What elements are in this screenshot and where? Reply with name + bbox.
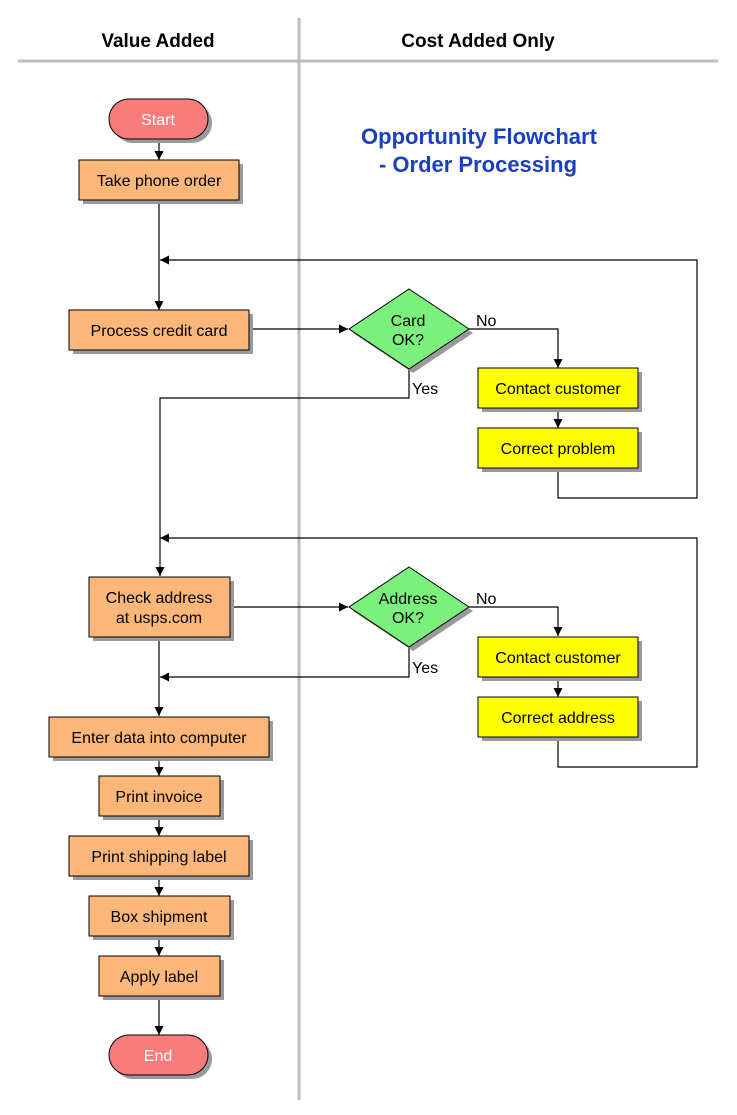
edge-label-address-no: No xyxy=(476,591,497,608)
start-terminator: Start xyxy=(108,98,212,143)
address-ok-label-line-1: Address xyxy=(379,591,438,608)
chart-title-line-2: - Order Processing xyxy=(379,152,577,177)
print-invoice-label: Print invoice xyxy=(115,789,202,806)
print-shipping-label-label: Print shipping label xyxy=(91,849,226,866)
chart-title-line-1: Opportunity Flowchart xyxy=(361,124,598,149)
check-address-label-line-2: at usps.com xyxy=(116,610,202,627)
edge-label-card-no: No xyxy=(476,313,497,330)
correct-problem-label: Correct problem xyxy=(501,441,616,458)
check-address-step: Check address at usps.com xyxy=(88,576,234,641)
edge-label-address-yes: Yes xyxy=(412,660,438,677)
enter-data-label: Enter data into computer xyxy=(71,730,247,747)
address-ok-label-line-2: OK? xyxy=(392,610,424,627)
connectors xyxy=(154,140,698,1035)
correct-address-step: Correct address xyxy=(477,696,642,741)
print-invoice-step: Print invoice xyxy=(98,775,224,820)
box-shipment-label: Box shipment xyxy=(111,909,208,926)
address-ok-decision: Address OK? xyxy=(348,566,473,651)
start-label: Start xyxy=(141,112,175,129)
box-shipment-step: Box shipment xyxy=(88,895,234,940)
take-phone-order-step: Take phone order xyxy=(78,159,243,204)
end-label: End xyxy=(144,1048,172,1065)
lane-header-cost-added-only: Cost Added Only xyxy=(401,31,555,52)
correct-address-label: Correct address xyxy=(501,710,615,727)
end-terminator: End xyxy=(108,1034,212,1079)
card-ok-label-line-1: Card xyxy=(391,313,426,330)
contact-customer-step-1: Contact customer xyxy=(477,367,642,412)
check-address-label-line-1: Check address xyxy=(106,590,213,607)
lane-header-value-added: Value Added xyxy=(101,31,214,52)
process-credit-card-step: Process credit card xyxy=(68,309,253,354)
apply-label-step: Apply label xyxy=(98,955,224,1000)
edge-label-card-yes: Yes xyxy=(412,381,438,398)
take-phone-order-label: Take phone order xyxy=(97,173,222,190)
apply-label-label: Apply label xyxy=(120,969,198,986)
card-ok-label-line-2: OK? xyxy=(392,332,424,349)
print-shipping-label-step: Print shipping label xyxy=(68,835,253,880)
contact-customer-label-2: Contact customer xyxy=(495,650,621,667)
contact-customer-step-2: Contact customer xyxy=(477,636,642,681)
enter-data-step: Enter data into computer xyxy=(48,716,273,761)
correct-problem-step: Correct problem xyxy=(477,427,642,472)
contact-customer-label-1: Contact customer xyxy=(495,381,621,398)
process-credit-card-label: Process credit card xyxy=(91,323,228,340)
card-ok-decision: Card OK? xyxy=(348,288,473,373)
